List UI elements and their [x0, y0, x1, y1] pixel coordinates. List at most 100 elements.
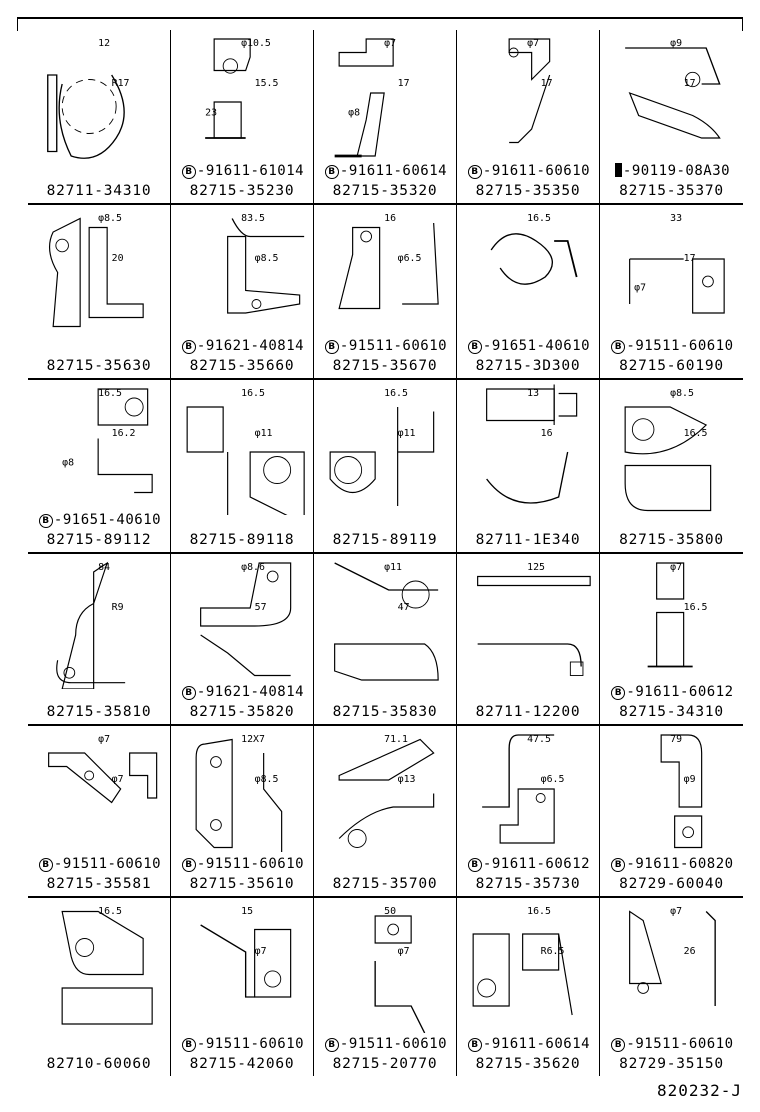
bolt-part-number: B-91611-60614 — [459, 1036, 599, 1052]
dimension-label: φ8.5 — [255, 774, 279, 785]
bolt-number-text: 91611-60612 — [635, 684, 734, 700]
dimension-label: 16.2 — [112, 428, 136, 439]
separator: - — [196, 1036, 206, 1052]
bolt-number-text: 91511-60610 — [348, 1036, 448, 1052]
part-cell[interactable]: φ8.5 20 82715-35630 — [28, 205, 171, 380]
part-number[interactable]: 82715-35610 — [189, 876, 295, 892]
bolt-part-number: B-91511-60610 — [30, 856, 170, 872]
bolt-circle-b-icon: B — [38, 858, 53, 872]
part-number[interactable]: 82715-35820 — [189, 704, 295, 720]
dimension-label: 20 — [112, 253, 124, 264]
part-number[interactable]: 82711-12200 — [475, 704, 581, 720]
dimension-label: 16.5 — [98, 906, 122, 917]
part-number[interactable]: 82715-35670 — [332, 358, 438, 374]
dimension-label: R6.5 — [541, 946, 565, 957]
dimension-label: 47 — [398, 602, 410, 613]
dimension-label: φ8.5 — [670, 388, 694, 399]
part-number[interactable]: 82715-35630 — [46, 358, 152, 374]
bolt-circle-b-icon: B — [181, 165, 196, 179]
part-number[interactable]: 82710-60060 — [46, 1056, 152, 1072]
bolt-circle-b-icon: B — [324, 340, 339, 354]
part-number[interactable]: 82715-35350 — [475, 183, 581, 199]
part-number[interactable]: 82715-42060 — [189, 1056, 295, 1072]
part-number[interactable]: 82715-20770 — [332, 1056, 438, 1072]
part-number[interactable]: 82715-89119 — [332, 532, 438, 548]
part-number[interactable]: 82715-35581 — [46, 876, 152, 892]
part-cell[interactable]: 16.5 82710-60060 — [28, 898, 171, 1076]
bolt-number-text: 91651-40610 — [62, 512, 162, 528]
part-number[interactable]: 82715-89112 — [46, 532, 152, 548]
bolt-number-text: 91651-40610 — [491, 338, 591, 354]
dimension-label: 16.5 — [527, 213, 551, 224]
part-number[interactable]: 82715-35800 — [619, 532, 724, 548]
dimension-label: 17 — [398, 78, 410, 89]
dimension-label: φ8.5 — [98, 213, 122, 224]
dimension-label: φ8 — [62, 458, 74, 469]
dimension-label: φ7 — [670, 562, 682, 573]
part-number[interactable]: 82715-35660 — [189, 358, 295, 374]
separator: - — [339, 1036, 349, 1052]
part-number[interactable]: 82715-35620 — [475, 1056, 581, 1072]
part-number[interactable]: 82715-35730 — [475, 876, 581, 892]
part-number[interactable]: 82715-34310 — [619, 704, 724, 720]
part-number[interactable]: 82715-35230 — [189, 183, 295, 199]
part-number[interactable]: 82715-35830 — [332, 704, 438, 720]
bolt-part-number: B-91651-40610 — [459, 338, 599, 354]
bolt-number-text: 91611-60820 — [635, 856, 734, 872]
dimension-label: 17 — [684, 78, 696, 89]
part-number[interactable]: 82715-3D300 — [475, 358, 581, 374]
dimension-label: 84 — [98, 562, 110, 573]
part-number[interactable]: 82711-1E340 — [475, 532, 581, 548]
dimension-label: 26 — [684, 946, 696, 957]
part-number[interactable]: 82715-89118 — [189, 532, 295, 548]
part-number[interactable]: 82715-35370 — [619, 183, 724, 199]
part-number[interactable]: 82729-35150 — [619, 1056, 724, 1072]
dimension-label: 12 — [98, 38, 110, 49]
part-number[interactable]: 82715-35810 — [46, 704, 152, 720]
separator: - — [196, 338, 206, 354]
part-number[interactable]: 82715-35700 — [332, 876, 438, 892]
part-number[interactable]: 82715-60190 — [619, 358, 724, 374]
part-number[interactable]: 82729-60040 — [619, 876, 724, 892]
bolt-part-number: B-91511-60610 — [316, 1036, 456, 1052]
part-drawing: φ10.515.523 — [205, 38, 278, 139]
separator: - — [196, 684, 206, 700]
part-number[interactable]: 82715-35320 — [332, 183, 438, 199]
part-number[interactable]: 82711-34310 — [46, 183, 152, 199]
dimension-label: φ8.5 — [255, 253, 279, 264]
dimension-label: 16.5 — [241, 388, 265, 399]
